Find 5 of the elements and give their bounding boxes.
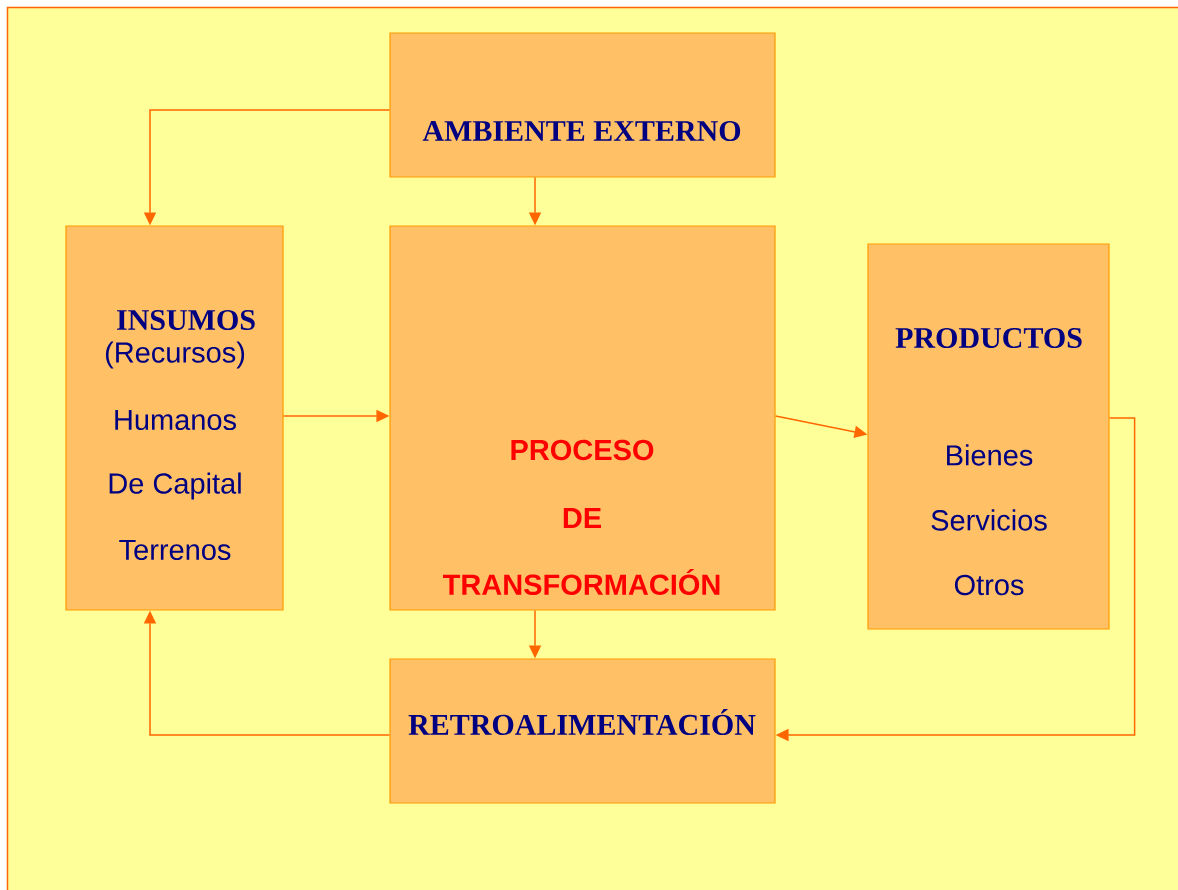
process-box: PROCESO DE TRANSFORMACIÓN <box>389 225 776 611</box>
feedback-box: RETROALIMENTACIÓN <box>389 658 776 804</box>
output-box: PRODUCTOS Bienes Servicios Otros <box>867 243 1110 630</box>
environment-box: AMBIENTE EXTERNO <box>389 32 776 178</box>
input-box: INSUMOS (Recursos) Humanos De Capital Terrenos <box>65 225 284 611</box>
